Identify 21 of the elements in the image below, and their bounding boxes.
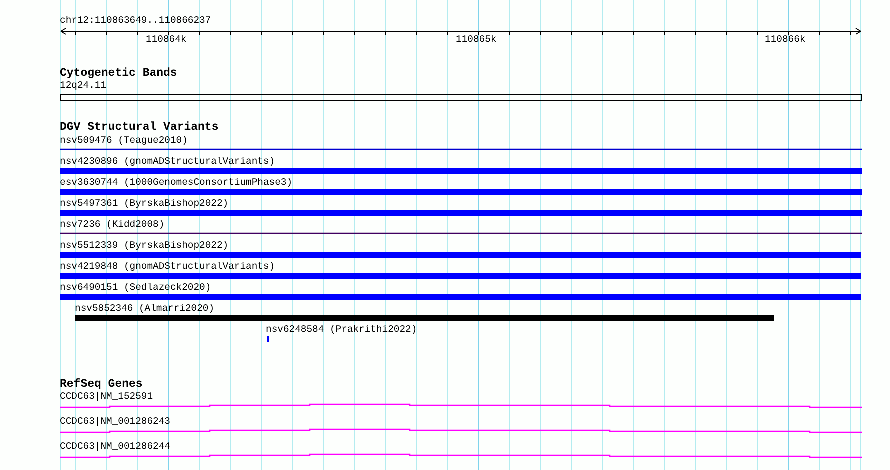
variant-label: nsv4230896 (gnomADStructuralVariants) <box>60 156 276 167</box>
variant-label: nsv5852346 (Almarri2020) <box>75 303 215 314</box>
variant-label: nsv6248584 (Prakrithi2022) <box>266 324 418 335</box>
tick-label: 110866k <box>765 34 806 45</box>
band-label: 12q24.11 <box>60 80 107 91</box>
variant-label: nsv5497361 (ByrskaBishop2022) <box>60 198 229 209</box>
variant-label: nsv5512339 (ByrskaBishop2022) <box>60 240 229 251</box>
track-title: RefSeq Genes <box>60 378 143 391</box>
gene-label: CCDC63|NM_001286244 <box>60 441 170 452</box>
track-title: Cytogenetic Bands <box>60 67 178 80</box>
variant-label: nsv509476 (Teague2010) <box>60 135 188 146</box>
variant-label: esv3630744 (1000GenomesConsortiumPhase3) <box>60 177 293 188</box>
variant-label: nsv7236 (Kidd2008) <box>60 219 165 230</box>
tick-label: 110864k <box>146 34 187 45</box>
tick-label: 110865k <box>456 34 497 45</box>
variant-label: nsv6490151 (Sedlazeck2020) <box>60 282 212 293</box>
variant-label: nsv4219848 (gnomADStructuralVariants) <box>60 261 276 272</box>
gene-label: CCDC63|NM_001286243 <box>60 416 170 427</box>
track-title: DGV Structural Variants <box>60 121 219 134</box>
gene-label: CCDC63|NM_152591 <box>60 391 154 402</box>
coordinate-label: chr12:110863649..110866237 <box>60 15 212 26</box>
